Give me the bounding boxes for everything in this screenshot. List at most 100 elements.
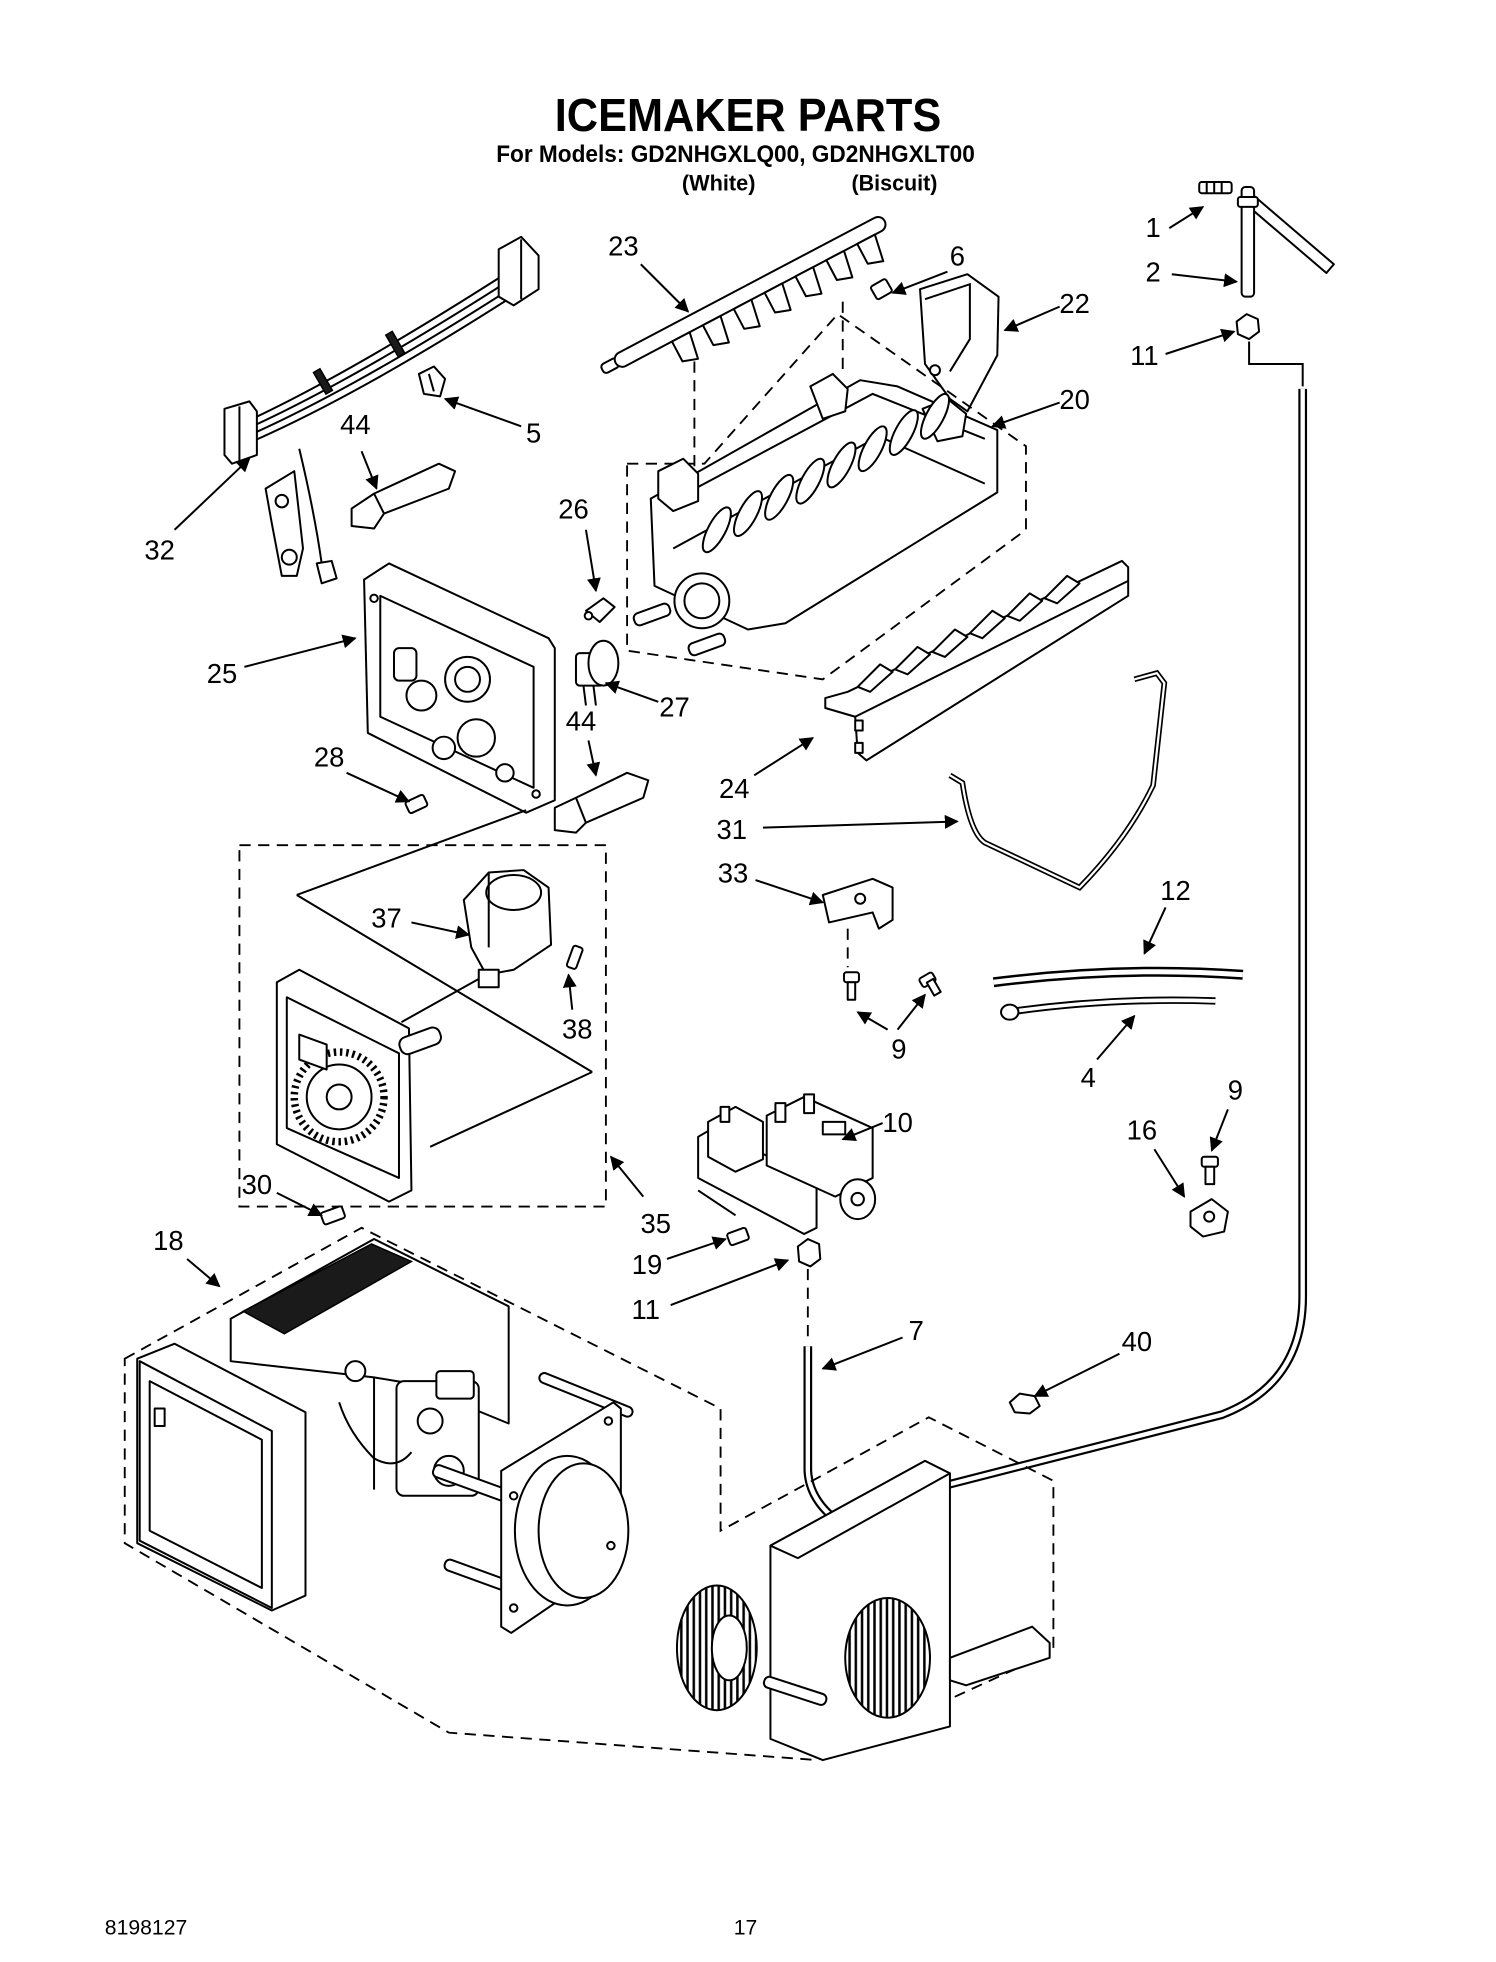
callout-31: 31	[717, 814, 747, 845]
leader-arrow-32	[173, 457, 251, 531]
part-6-screw	[869, 278, 893, 301]
motor-module-plate	[275, 968, 442, 1203]
part-25-control-housing	[363, 562, 556, 814]
leader-arrow-30	[276, 1192, 323, 1217]
part-9-screw-c	[1200, 1155, 1219, 1186]
leader-arrow-23	[640, 263, 690, 313]
part-16-clip	[1189, 1198, 1229, 1238]
leader-arrow-35	[610, 1155, 645, 1198]
callout-37: 37	[371, 902, 401, 933]
part-44-cover-upper	[350, 462, 457, 530]
part-10-water-valve	[697, 1093, 877, 1236]
leader-arrow-11-top	[1165, 328, 1236, 355]
callout-7: 7	[909, 1315, 924, 1346]
callout-32: 32	[144, 535, 174, 566]
callout-19: 19	[632, 1249, 662, 1280]
mounting-line-a	[296, 809, 527, 896]
part-23-ejector	[600, 215, 887, 374]
leader-arrow-9-b	[896, 993, 926, 1031]
leader-arrow-6	[891, 270, 948, 295]
leader-arrow-40	[1033, 1352, 1120, 1397]
fan-shroud	[500, 1401, 630, 1634]
mounting-line-b	[296, 894, 593, 1073]
part-33-bracket	[821, 877, 894, 930]
part-26-clip	[583, 597, 616, 624]
callout-33: 33	[718, 858, 748, 889]
callout-38: 38	[562, 1013, 592, 1044]
leader-arrow-9-a	[856, 1011, 889, 1031]
mounting-line-c	[429, 1071, 593, 1148]
callout-10: 10	[882, 1107, 912, 1138]
callout-1: 1	[1145, 212, 1160, 243]
callout-44-lower: 44	[566, 705, 596, 736]
models-subtitle: For Models: GD2NHGXLQ00, GD2NHGXLT00	[496, 142, 975, 168]
document-number: 8198127	[105, 1917, 187, 1940]
part-18-auger-motor-assembly	[229, 1238, 634, 1594]
leader-arrow-7	[821, 1336, 903, 1371]
part-24-ice-stripper	[824, 559, 1130, 762]
callout-35: 35	[641, 1208, 671, 1239]
part-2-fill-tube	[1236, 185, 1335, 298]
callout-6: 6	[950, 241, 965, 272]
callout-11-top: 11	[1130, 340, 1158, 371]
part-40-nut	[1008, 1392, 1041, 1415]
leader-arrow-38	[562, 973, 577, 1010]
page-number: 17	[734, 1917, 758, 1940]
callout-2: 2	[1145, 257, 1160, 288]
callout-9-clip: 9	[1228, 1074, 1243, 1105]
leader-arrow-4	[1096, 1014, 1136, 1061]
callout-27: 27	[659, 692, 689, 723]
part-32-wire-harness	[223, 235, 540, 585]
leader-arrow-44-lower	[586, 740, 601, 777]
part-37-motor	[462, 869, 553, 989]
motor-module-dashed-boundary	[238, 844, 607, 1208]
callout-9-bracket: 9	[891, 1033, 906, 1064]
blower-housing	[762, 1459, 1051, 1762]
leader-arrow-37	[411, 921, 471, 940]
leader-arrow-27	[604, 680, 659, 703]
part-22-bracket	[919, 273, 1000, 413]
callout-20: 20	[1059, 384, 1089, 415]
leader-arrow-44-upper	[360, 450, 379, 490]
part-27-thermostat	[574, 639, 620, 706]
part-44-cover-lower	[553, 771, 650, 834]
callout-30: 30	[242, 1169, 272, 1200]
color-label-white: (White)	[682, 171, 756, 196]
leader-arrow-20	[990, 401, 1060, 429]
part-12-tube	[992, 966, 1244, 988]
leader-arrow-25	[244, 634, 357, 668]
callout-22: 22	[1059, 288, 1089, 319]
leader-arrow-26	[584, 529, 601, 593]
callout-16: 16	[1127, 1114, 1157, 1145]
leader-arrow-5	[443, 396, 522, 428]
part-20-ice-mold	[632, 372, 999, 657]
part-31-shutoff-arm	[948, 669, 1168, 891]
blower-wheel	[675, 1584, 758, 1712]
callout-4: 4	[1081, 1062, 1096, 1093]
part-19-screw	[726, 1226, 750, 1247]
callout-23: 23	[608, 231, 638, 262]
leader-arrow-2	[1171, 273, 1239, 288]
page-title: ICEMAKER PARTS	[555, 89, 941, 141]
leader-arrow-16	[1153, 1148, 1186, 1198]
part-38-screw	[565, 944, 584, 970]
leader-arrow-9-c	[1209, 1109, 1229, 1152]
callout-18: 18	[153, 1225, 183, 1256]
callout-26: 26	[558, 494, 588, 525]
color-label-biscuit: (Biscuit)	[851, 171, 937, 196]
callout-28: 28	[314, 742, 344, 773]
callout-24: 24	[719, 773, 749, 804]
leader-arrow-18	[186, 1258, 221, 1288]
leader-arrow-10	[841, 1122, 883, 1142]
part-28-screw	[404, 793, 429, 815]
leader-arrow-28	[346, 771, 411, 803]
part-5-clip	[417, 365, 447, 398]
ice-dispenser-cover	[136, 1342, 307, 1612]
leader-arrow-12	[1143, 907, 1167, 955]
callout-40: 40	[1122, 1326, 1152, 1357]
leader-arrow-11-valve	[670, 1258, 790, 1307]
leader-arrow-24	[753, 737, 814, 777]
leader-arrow-19	[666, 1236, 727, 1260]
part-9-screw-a	[842, 971, 860, 1001]
